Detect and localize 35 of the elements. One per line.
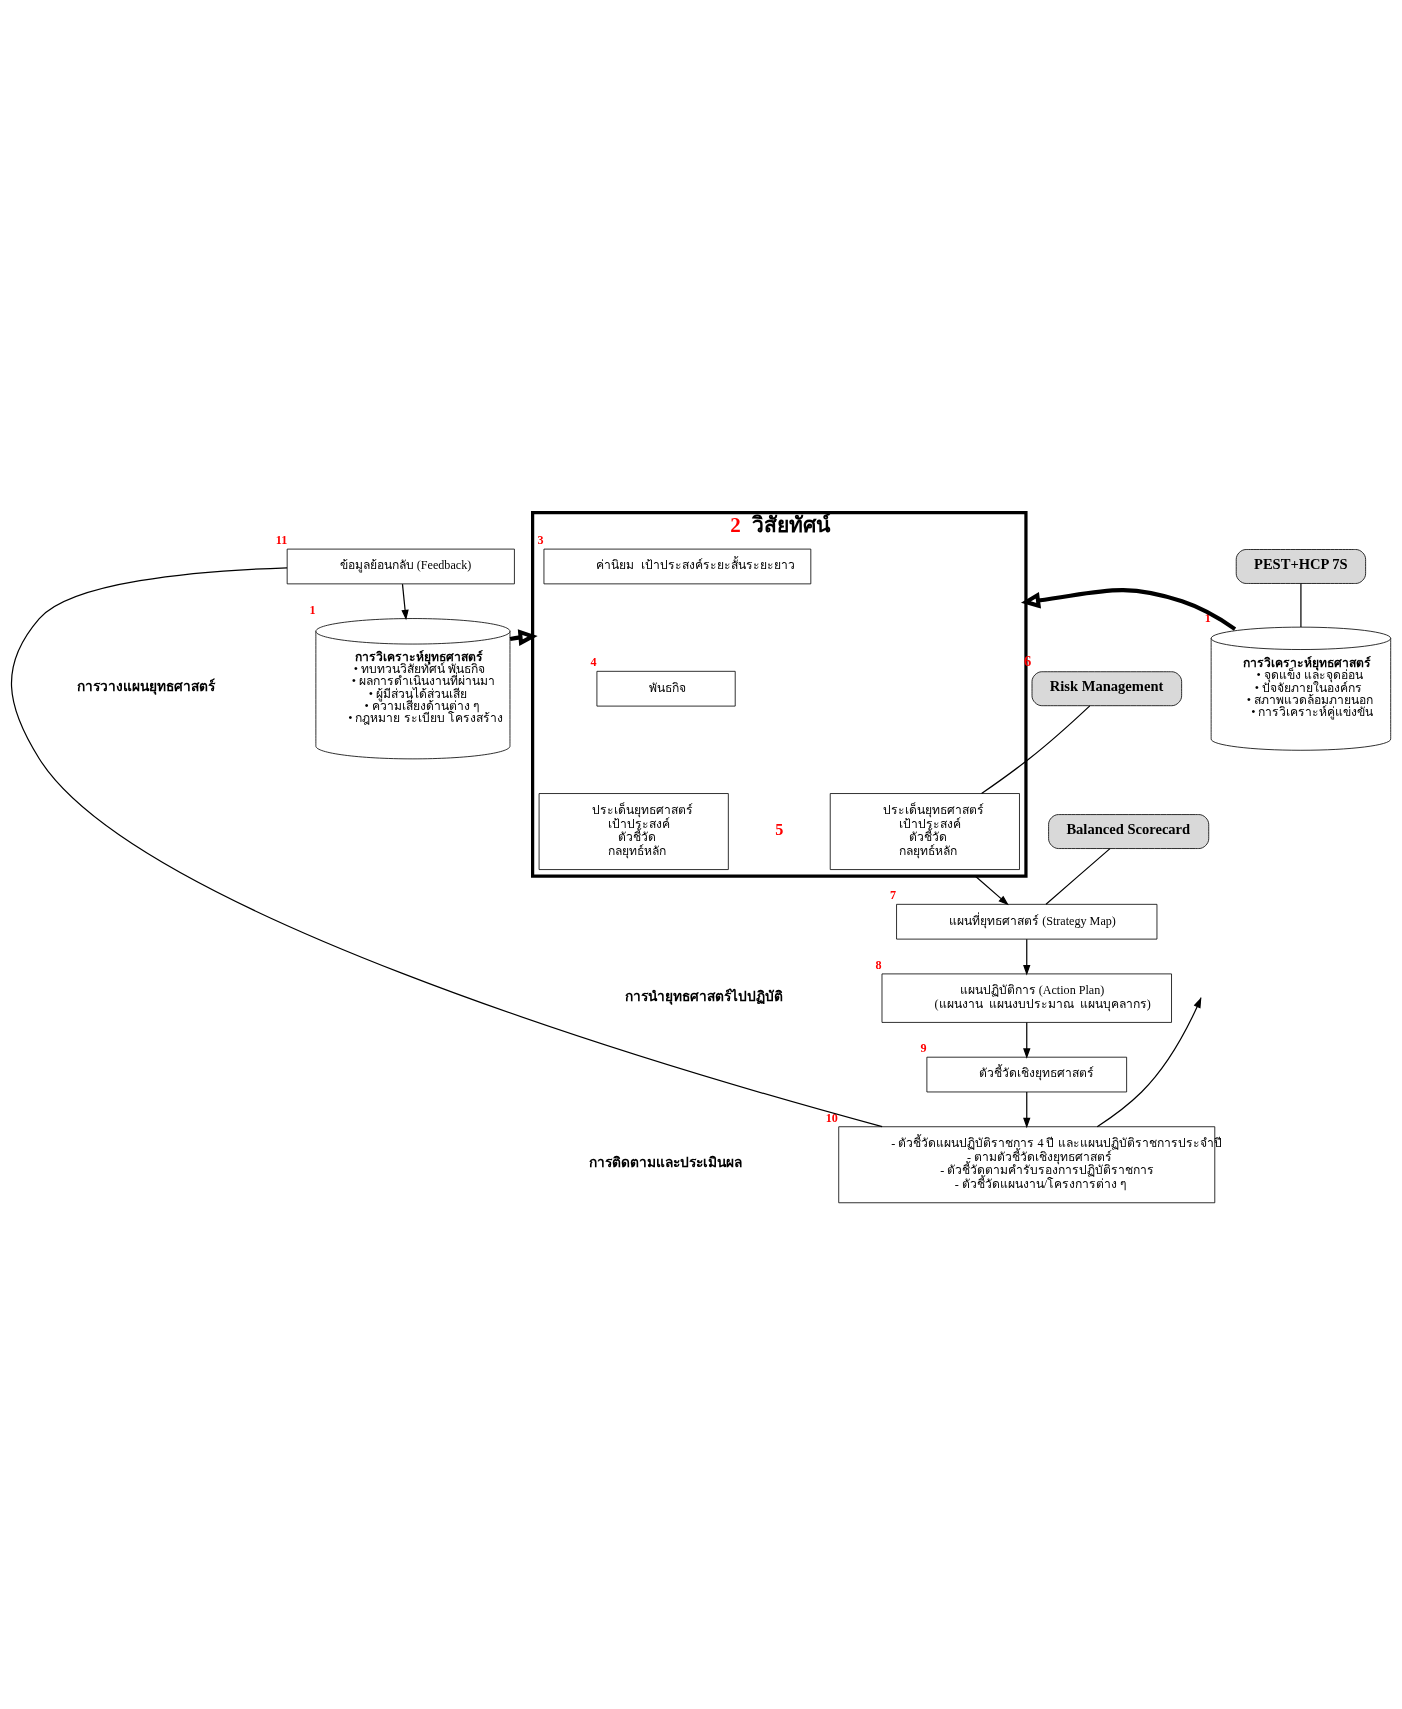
node-box: PEST+HCP 7S [1235,549,1367,584]
node-label: 4 [590,655,597,670]
node-box: ค่านิยม เป้าประสงค์ระยะสั้นระยะยาว [543,548,812,585]
node-label: 1 [309,602,316,617]
label: การวางแผนยุทธศาสตร์ [77,679,216,695]
node-label: 10 [825,1110,838,1125]
connector [1045,848,1111,905]
arrow [974,875,1009,906]
node-box: ข้อมูลย้อนกลับ (Feedback) [286,548,515,585]
arrow [1020,588,1237,631]
arrow [1096,997,1202,1128]
arrow [1023,1021,1031,1059]
arrow [1023,938,1031,976]
connector [1300,582,1302,628]
node-label: 8 [875,958,882,973]
node-box: พันธกิจ [596,670,736,707]
node-label: 3 [537,533,544,548]
node-box: แผนปฏิบัติการ (Action Plan) (แผนงาน แผนงบประมาณ แผนบุคลากร) [881,973,1172,1023]
node-label: 2 [730,512,741,537]
node-box: Risk Management [1031,671,1183,707]
node-box: แผนที่ยุทธศาสตร์ (Strategy Map) [896,903,1158,940]
node-box: ประเด็นยุทธศาสตร์ เป้าประสงค์ ตัวชี้วัด กลยุทธ์หลัก [538,793,729,870]
node-box: ประเด็นยุทธศาสตร์ เป้าประสงค์ ตัวชี้วัด กลยุทธ์หลัก [829,793,1020,870]
arrow [1023,1091,1031,1129]
connector [10,567,883,1128]
node-label: 11 [275,533,288,548]
label: 5 [775,820,784,838]
label: การนำยุทธศาสตร์ไปปฏิบัติ [625,988,784,1004]
node-box: Balanced Scorecard [1048,814,1210,849]
label: การติดตามและประเมินผล [589,1155,743,1171]
node-box: ตัวชี้วัดเชิงยุทธศาสตร์ [926,1056,1128,1093]
connector [980,705,1091,795]
node-label: 9 [920,1041,927,1056]
arrow [401,583,409,621]
node-label: 7 [890,888,897,903]
